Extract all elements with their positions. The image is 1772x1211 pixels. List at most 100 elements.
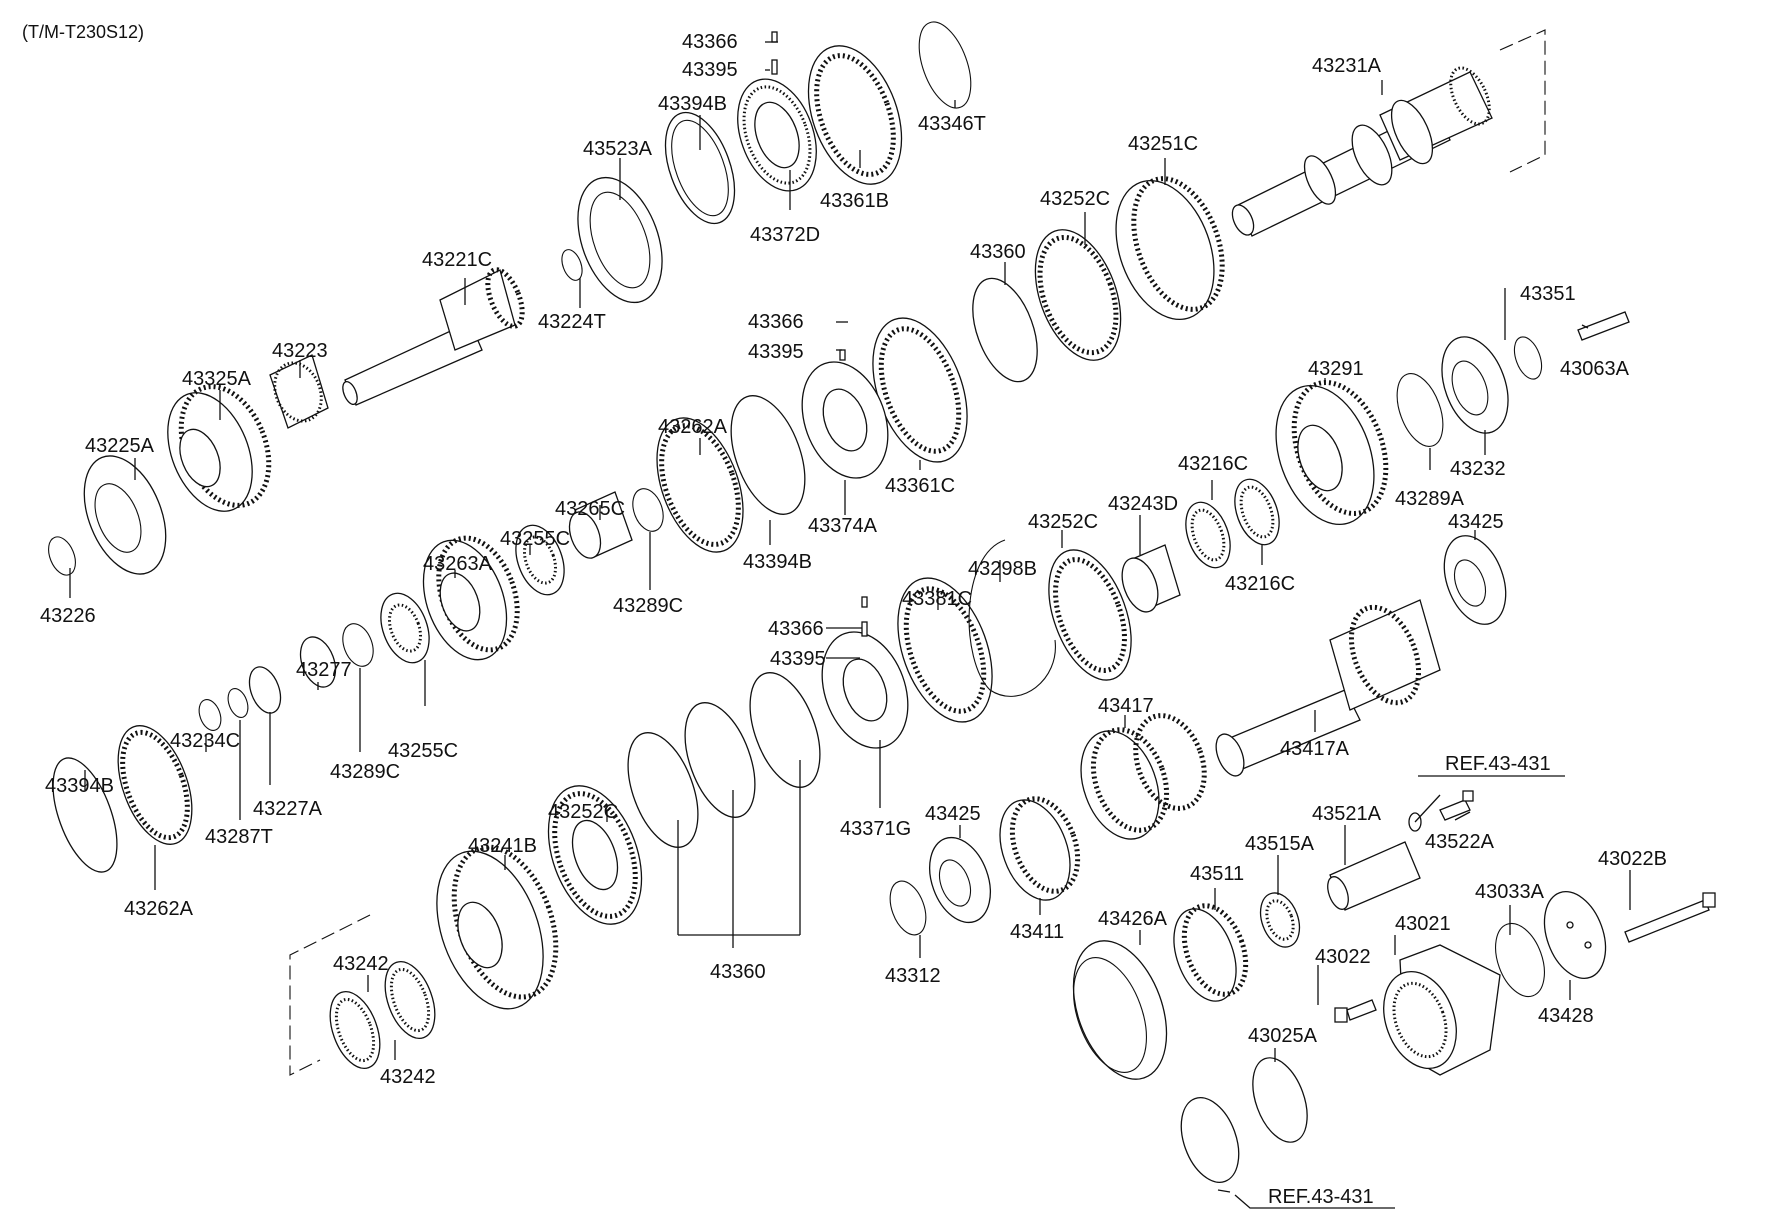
model-code-heading: (T/M-T230S12) (22, 22, 144, 42)
part-label-43411[interactable]: 43411 (1010, 921, 1064, 943)
part-label-43361B[interactable]: 43361B (820, 190, 889, 212)
part-label-43366-mid[interactable]: 43366 (748, 311, 804, 333)
counter-shaft-43417A-drawing (1215, 599, 1441, 777)
part-label-43022B[interactable]: 43022B (1598, 848, 1667, 870)
part-label-43234C[interactable]: 43234C (170, 730, 240, 752)
part-label-43232[interactable]: 43232 (1450, 458, 1506, 480)
part-label-43371G[interactable]: 43371G (840, 818, 911, 840)
hub-43371G-drawing (821, 596, 909, 749)
part-label-ref-43-431-top[interactable]: REF.43-431 (1445, 753, 1551, 775)
ring-43234C-drawing (198, 699, 222, 731)
part-label-43511[interactable]: 43511 (1190, 863, 1244, 885)
part-label-43225A[interactable]: 43225A (85, 435, 155, 457)
sync-ring-43252C-right-drawing (1048, 549, 1132, 681)
washer-43289A-drawing (1396, 373, 1444, 447)
part-label-43395-top[interactable]: 43395 (682, 59, 738, 81)
part-label-43025A[interactable]: 43025A (1248, 1025, 1318, 1047)
part-label-43022[interactable]: 43022 (1315, 946, 1371, 968)
part-label-43372D[interactable]: 43372D (750, 224, 820, 246)
snap-ring-43351-drawing (1513, 336, 1543, 380)
part-label-43252C-lower[interactable]: 43252C (548, 801, 618, 823)
part-label-43523A[interactable]: 43523A (583, 138, 653, 160)
part-label-43425-right[interactable]: 43425 (1448, 511, 1504, 533)
needle-bearing-43216C-right-drawing (1234, 478, 1280, 546)
part-label-43394B-lower[interactable]: 43394B (45, 775, 114, 797)
part-label-43223[interactable]: 43223 (272, 340, 328, 362)
part-label-43224T[interactable]: 43224T (538, 311, 606, 333)
part-label-43522A[interactable]: 43522A (1425, 831, 1495, 853)
part-label-43428[interactable]: 43428 (1538, 1005, 1594, 1027)
part-label-43277[interactable]: 43277 (296, 659, 352, 681)
leader-lines (69, 41, 1631, 1209)
part-label-43063A[interactable]: 43063A (1560, 358, 1630, 380)
part-label-43360-lower[interactable]: 43360 (710, 961, 766, 983)
part-label-43366-top[interactable]: 43366 (682, 31, 738, 53)
part-label-43298B[interactable]: 43298B (968, 558, 1037, 580)
part-label-43395-lower[interactable]: 43395 (770, 648, 826, 670)
part-label-43394B-top[interactable]: 43394B (658, 93, 727, 115)
part-label-43351[interactable]: 43351 (1520, 283, 1576, 305)
part-label-43263A[interactable]: 43263A (423, 553, 493, 575)
part-label-43242-upper[interactable]: 43242 (333, 953, 389, 975)
part-label-43255C-lower[interactable]: 43255C (388, 740, 458, 762)
part-label-43394B-mid[interactable]: 43394B (743, 551, 812, 573)
part-label-43426A[interactable]: 43426A (1098, 908, 1168, 930)
gear-43411-drawing (999, 796, 1081, 901)
part-label-43381C[interactable]: 43381C (902, 588, 972, 610)
bolt-43022B-drawing (1624, 892, 1716, 943)
bearing-43232-drawing (1441, 336, 1509, 434)
sleeve-43361B-drawing (807, 45, 903, 185)
part-label-43021[interactable]: 43021 (1395, 913, 1451, 935)
part-label-43287T[interactable]: 43287T (205, 826, 273, 848)
bearing-43225A-drawing (83, 455, 167, 575)
part-label-43361C[interactable]: 43361C (885, 475, 955, 497)
part-label-43221C[interactable]: 43221C (422, 249, 492, 271)
ring-43426A-drawing (1072, 940, 1168, 1080)
part-label-43289C-lower[interactable]: 43289C (330, 761, 400, 783)
sleeve-43265C-drawing (568, 491, 633, 559)
snap-ring-43226-drawing (48, 536, 76, 576)
ring-43298B-drawing (968, 539, 1056, 697)
part-label-43265C[interactable]: 43265C (555, 498, 625, 520)
hub-43374A-drawing (801, 349, 889, 479)
snap-ring-43312-drawing (889, 880, 927, 936)
part-label-43289A[interactable]: 43289A (1395, 488, 1465, 510)
part-label-43289C-mid[interactable]: 43289C (613, 595, 683, 617)
part-label-43252C-right[interactable]: 43252C (1028, 511, 1098, 533)
part-label-43262A-lower[interactable]: 43262A (124, 898, 194, 920)
part-label-43242-lower[interactable]: 43242 (380, 1066, 436, 1088)
part-label-43033A[interactable]: 43033A (1475, 881, 1545, 903)
part-label-43252C-top[interactable]: 43252C (1040, 188, 1110, 210)
part-label-43425-lower[interactable]: 43425 (925, 803, 981, 825)
part-label-43241B[interactable]: 43241B (468, 835, 537, 857)
sync-ring-43394B-top-drawing (664, 111, 736, 225)
part-label-43325A[interactable]: 43325A (182, 368, 252, 390)
needle-bearing-43223-drawing (269, 354, 329, 429)
ring-43523A-drawing (577, 176, 663, 304)
part-label-43395-mid[interactable]: 43395 (748, 341, 804, 363)
part-label-43251C[interactable]: 43251C (1128, 133, 1198, 155)
part-label-43227A[interactable]: 43227A (253, 798, 323, 820)
part-label-43255C-upper[interactable]: 43255C (500, 528, 570, 550)
part-drawings (48, 21, 1716, 1193)
part-label-43262A-mid[interactable]: 43262A (658, 416, 728, 438)
part-label-43515A[interactable]: 43515A (1245, 833, 1315, 855)
part-label-43417[interactable]: 43417 (1098, 695, 1154, 717)
part-label-43312[interactable]: 43312 (885, 965, 941, 987)
part-label-43366-lower[interactable]: 43366 (768, 618, 824, 640)
part-label-43216C-upper[interactable]: 43216C (1178, 453, 1248, 475)
part-number-labels: 43366 43395 43394B 43523A 43361B 43372D … (40, 31, 1667, 1208)
part-label-43374A[interactable]: 43374A (808, 515, 878, 537)
part-label-ref-43-431-bottom[interactable]: REF.43-431 (1268, 1186, 1374, 1208)
part-label-43360-mid[interactable]: 43360 (970, 241, 1026, 263)
part-label-43216C-lower[interactable]: 43216C (1225, 573, 1295, 595)
part-label-43231A[interactable]: 43231A (1312, 55, 1382, 77)
part-label-43346T[interactable]: 43346T (918, 113, 986, 135)
part-label-43243D[interactable]: 43243D (1108, 493, 1178, 515)
part-label-43226[interactable]: 43226 (40, 605, 96, 627)
part-label-43521A[interactable]: 43521A (1312, 803, 1382, 825)
part-label-43417A[interactable]: 43417A (1280, 738, 1350, 760)
sleeve-43361C-drawing (872, 317, 968, 463)
part-label-43291[interactable]: 43291 (1308, 358, 1364, 380)
bearing-43227A-drawing (248, 666, 282, 714)
